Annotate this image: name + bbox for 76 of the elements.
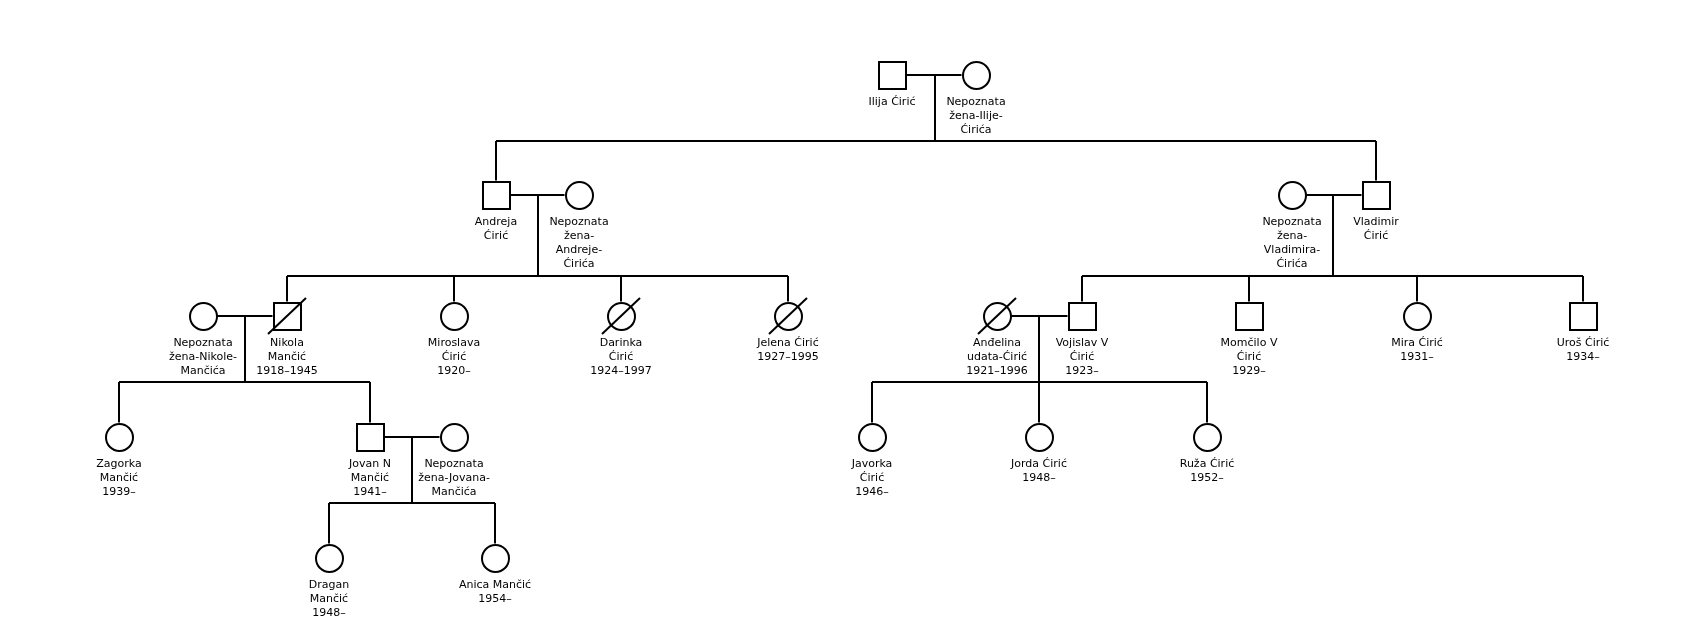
- descent-line: [328, 436, 496, 504]
- person-name: Zagorka Mančić: [95, 456, 143, 485]
- life-dates: 1931–: [1399, 349, 1435, 364]
- life-dates: 1948–: [1021, 470, 1057, 485]
- person-name: Jelena Ćirić: [755, 335, 820, 350]
- person-name: Ruža Ćirić: [1178, 456, 1236, 471]
- descent-line: [1206, 381, 1208, 424]
- marriage-line: [905, 74, 963, 76]
- person-name: Jorda Ćirić: [1009, 456, 1068, 471]
- person-name: Nikola Mančić: [266, 335, 308, 364]
- person-name: Dragan Mančić: [307, 577, 351, 606]
- descent-line: [118, 381, 120, 424]
- person-name: Anica Mančić: [457, 577, 533, 592]
- descent-line: [1081, 194, 1584, 277]
- life-dates: 1941–: [352, 484, 388, 499]
- person-name: Darinka Ćirić: [598, 335, 644, 364]
- descent-line: [871, 315, 1208, 383]
- life-dates: 1920–: [436, 363, 472, 378]
- person-name: Nepoznata žena-Andreje-Ćirića: [548, 214, 610, 271]
- life-dates: 1952–: [1189, 470, 1225, 485]
- life-dates: 1946–: [854, 484, 890, 499]
- descent-line: [286, 275, 288, 303]
- square-symbol: [481, 180, 511, 210]
- person-name: Ilija Ćirić: [867, 94, 917, 109]
- person-name: Nepoznata žena-Vladimira-Ćirića: [1261, 214, 1323, 271]
- descent-line: [369, 381, 371, 424]
- person-name: Anđelina udata-Ćirić: [965, 335, 1029, 364]
- life-dates: 1924–1997: [589, 363, 653, 378]
- life-dates: 1948–: [311, 605, 347, 620]
- person-name: Vladimir Ćirić: [1352, 214, 1400, 243]
- descent-line: [1416, 275, 1418, 303]
- descent-line: [495, 140, 497, 182]
- life-dates: 1939–: [101, 484, 137, 499]
- descent-line: [1582, 275, 1584, 303]
- life-dates: 1918–1945: [255, 363, 319, 378]
- life-dates: 1927–1995: [756, 349, 820, 364]
- person-name: Nepoznata žena-Nikole-Mančića: [168, 335, 238, 378]
- person-name: Nepoznata žena-Ilije-Ćirića: [945, 94, 1007, 137]
- marriage-line: [383, 436, 441, 438]
- person-name: Jovan N Mančić: [347, 456, 392, 485]
- square-symbol: [1234, 301, 1264, 331]
- life-dates: 1934–: [1565, 349, 1601, 364]
- descent-line: [286, 194, 789, 277]
- life-dates: 1929–: [1231, 363, 1267, 378]
- person-name: Uroš Ćirić: [1555, 335, 1611, 350]
- descent-line: [328, 502, 330, 545]
- square-symbol: [877, 60, 907, 90]
- descent-line: [1081, 275, 1083, 303]
- life-dates: 1954–: [477, 591, 513, 606]
- person-name: Nepoznata žena-Jovana-Mančića: [417, 456, 491, 499]
- life-dates: 1923–: [1064, 363, 1100, 378]
- descent-line: [620, 275, 622, 303]
- square-symbol: [1361, 180, 1391, 210]
- descent-line: [494, 502, 496, 545]
- person-name: Javorka Ćirić: [850, 456, 894, 485]
- person-name: Miroslava Ćirić: [426, 335, 482, 364]
- marriage-line: [216, 315, 274, 317]
- descent-line: [495, 74, 1377, 142]
- marriage-line: [509, 194, 566, 196]
- descent-line: [1375, 140, 1377, 182]
- marriage-line: [1010, 315, 1069, 317]
- person-name: Mira Ćirić: [1390, 335, 1444, 350]
- person-name: Andreja Ćirić: [473, 214, 519, 243]
- descent-line: [787, 275, 789, 303]
- descent-line: [1038, 381, 1040, 424]
- square-symbol: [1067, 301, 1097, 331]
- marriage-line: [1305, 194, 1363, 196]
- descent-line: [118, 315, 371, 383]
- person-name: Vojislav V Ćirić: [1054, 335, 1110, 364]
- descent-line: [453, 275, 455, 303]
- person-name: Momčilo V Ćirić: [1219, 335, 1279, 364]
- square-symbol: [355, 422, 385, 452]
- life-dates: 1921–1996: [965, 363, 1029, 378]
- square-symbol: [1568, 301, 1598, 331]
- descent-line: [871, 381, 873, 424]
- descent-line: [1248, 275, 1250, 303]
